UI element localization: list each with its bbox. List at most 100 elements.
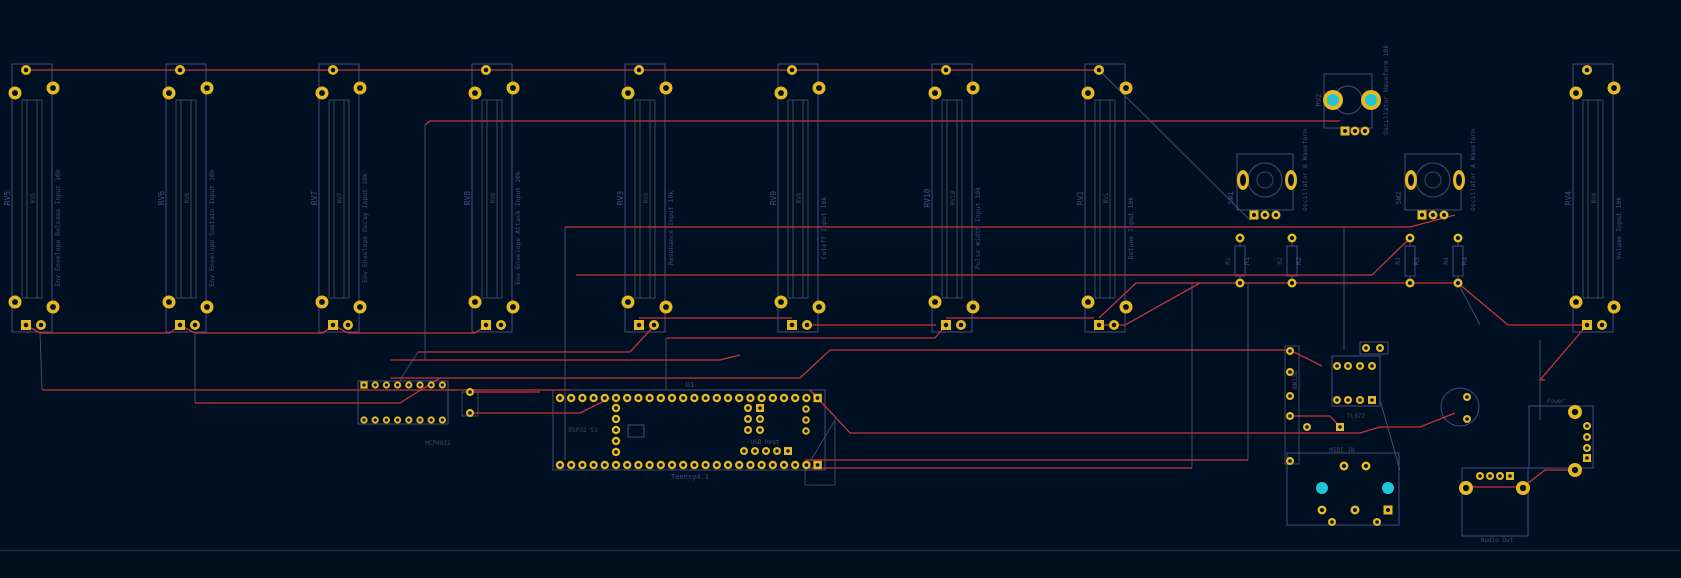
- mcu-usb-label: USB Host: [751, 439, 780, 446]
- resistor-fab-ref: R4: [1443, 257, 1450, 265]
- slider-track: [941, 99, 963, 299]
- slider-ref: RV7: [310, 191, 319, 206]
- ratsnest-line: [399, 351, 419, 381]
- ratsnest-line: [1098, 69, 1251, 221]
- silkscreen-layer: [11, 63, 1614, 537]
- slider-outline: [471, 63, 513, 333]
- pad-hole: [793, 463, 798, 467]
- pad-hole: [373, 418, 377, 422]
- pad-hole: [357, 304, 363, 310]
- resistor-fab-ref: R3: [1395, 257, 1402, 265]
- trace-control-bus: [390, 349, 1323, 379]
- pad-hole: [1465, 395, 1469, 399]
- pad-hole: [440, 418, 445, 422]
- slider-fab-ref: RV3: [643, 192, 650, 203]
- trace-dac-c: [470, 397, 611, 414]
- slider-label: Env Envelope Sustain Input 10k: [208, 169, 216, 286]
- pad-hole: [384, 383, 389, 387]
- pad-hole: [407, 383, 411, 387]
- pad-hole: [50, 85, 56, 91]
- slider-track: [1094, 99, 1116, 299]
- pad-hole: [319, 299, 325, 305]
- pad-hole: [1111, 322, 1117, 328]
- pad-hole: [943, 67, 949, 73]
- trace-resonance: [565, 214, 1456, 228]
- slider-label: Env Envelope Release Input 10k: [54, 169, 62, 286]
- pad-hole: [1611, 85, 1617, 91]
- pad-hole: [558, 396, 562, 400]
- mcu-silk-label: ESP32 S3: [569, 427, 598, 434]
- pad-hole: [658, 463, 663, 467]
- pad-hole: [373, 383, 377, 387]
- slider-track: [328, 99, 350, 299]
- pad-hole: [38, 322, 44, 328]
- slider-track: [21, 99, 43, 299]
- slider-label: Env Envelope Attack Input 10k: [514, 171, 522, 285]
- pad-hole: [1085, 90, 1091, 96]
- pad-hole: [1352, 128, 1358, 134]
- pad-hole: [395, 383, 400, 387]
- pad-hole: [1455, 280, 1461, 286]
- pad-hole: [166, 299, 172, 305]
- slider-label: Resonance Input 10k: [667, 191, 675, 265]
- pad-hole: [759, 463, 764, 467]
- pad-hole: [737, 463, 742, 467]
- pad-hole: [670, 463, 674, 467]
- pad-hole: [591, 396, 596, 400]
- pad-hole: [658, 396, 663, 400]
- switch-knob: [1415, 162, 1451, 198]
- pad-hole: [345, 322, 351, 328]
- ic-outline: [1331, 355, 1381, 407]
- rotary-label: Oscillator Waveform 10k: [1382, 45, 1390, 135]
- pad-hole: [1288, 414, 1292, 418]
- pad-hole: [636, 322, 642, 328]
- pad-hole: [1364, 346, 1368, 350]
- pad-hole: [663, 85, 669, 91]
- pad-hole: [804, 429, 808, 433]
- pad-hole: [407, 418, 411, 422]
- pad-hole: [12, 90, 18, 96]
- pad-hole: [692, 396, 697, 400]
- slider-ref: RV4: [1564, 191, 1573, 206]
- pad-hole: [1251, 212, 1257, 218]
- pad-hole: [1375, 520, 1379, 524]
- pad-hole: [177, 322, 183, 328]
- pad-hole: [1346, 398, 1350, 402]
- rotary-ref: SW1: [1227, 192, 1235, 205]
- slider-label: Env Envelope Decay Input 10k: [361, 173, 369, 283]
- switch-shaft: [1256, 171, 1274, 189]
- pad-hole: [782, 396, 786, 400]
- pad-hole: [384, 418, 389, 422]
- pad-hole: [1338, 425, 1342, 429]
- slider-fab-ref: RV8: [490, 192, 497, 203]
- trace-volume: [1098, 282, 1587, 326]
- pad-hole: [1508, 474, 1512, 478]
- pad-hole: [703, 463, 708, 467]
- slider-fab-ref: RV1: [1103, 192, 1110, 203]
- pad-hole: [1488, 474, 1492, 478]
- pad-hole: [714, 396, 719, 400]
- pad-hole: [468, 411, 472, 415]
- trace-spi: [390, 354, 741, 361]
- pad-hole: [1584, 322, 1590, 328]
- trace-audio-out: [809, 389, 1456, 434]
- trace-cutoff: [576, 237, 1411, 276]
- trace-env-decay: [332, 324, 487, 334]
- ic-outline: [1284, 345, 1300, 465]
- pad-hole: [970, 304, 976, 310]
- pad-hole: [614, 439, 618, 443]
- pad-hole: [472, 90, 478, 96]
- pad-hole: [1370, 364, 1374, 368]
- pad-hole: [753, 449, 757, 453]
- pad-hole: [569, 396, 574, 400]
- midi-mount-hole: [1382, 482, 1394, 494]
- pad-hole: [614, 396, 618, 400]
- pad-hole: [726, 463, 730, 467]
- pad-hole: [758, 406, 762, 410]
- pad-hole: [1456, 174, 1462, 186]
- status-bar: [0, 550, 1681, 578]
- pad-hole: [1273, 212, 1279, 218]
- pad-hole: [483, 67, 489, 73]
- pad-hole: [204, 85, 210, 91]
